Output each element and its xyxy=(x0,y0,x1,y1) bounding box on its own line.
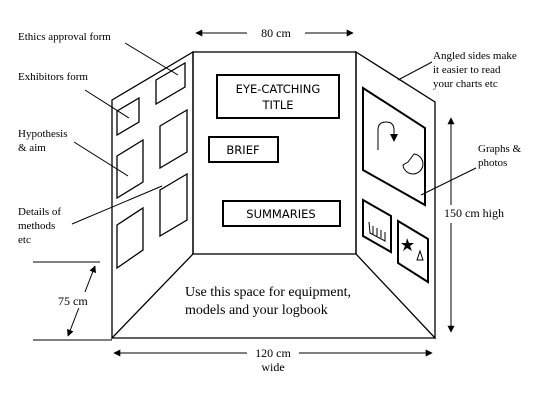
arrow-head-icon xyxy=(390,134,398,142)
photo-sheet-1 xyxy=(362,198,392,254)
graphs-sheet xyxy=(362,86,426,207)
brief-box: BRIEF xyxy=(208,136,279,163)
methods-label-line-1: Details of xyxy=(18,206,61,218)
lower-right-sheet xyxy=(159,172,188,238)
ethics-label: Ethics approval form xyxy=(18,31,111,43)
bottom-width-label-line-2: wide xyxy=(261,360,284,374)
depth-label: 75 cm xyxy=(58,294,88,308)
graphs-pointer xyxy=(420,167,477,196)
brief-label: BRIEF xyxy=(226,143,259,157)
exhibitors-label: Exhibitors form xyxy=(18,71,88,83)
drawing-icon xyxy=(368,221,386,242)
title-box: EYE-CATCHING TITLE xyxy=(216,74,340,119)
left-wing-panel xyxy=(111,50,194,340)
methods-pointer xyxy=(71,185,163,225)
hypothesis-label-line-2: & aim xyxy=(18,142,46,154)
title-line-2: TITLE xyxy=(261,98,293,112)
height-label: 150 cm high xyxy=(444,206,504,220)
top-width-label: 80 cm xyxy=(261,26,291,40)
hypothesis-pointer xyxy=(73,141,129,177)
floor-text-line-1: Use this space for equipment, xyxy=(185,285,351,300)
left-wing-forms xyxy=(116,61,188,270)
triangle-icon xyxy=(416,249,424,261)
photo-sheet-2 xyxy=(397,219,429,284)
bottom-width-label-line-1: 120 cm xyxy=(255,346,291,360)
angled-label-line-1: Angled sides make xyxy=(433,50,517,62)
summaries-label: SUMMARIES xyxy=(246,207,315,221)
angled-pointer xyxy=(397,61,433,81)
graphs-label-line-2: photos xyxy=(478,157,507,169)
ethics-form-sheet xyxy=(155,61,186,106)
methods-sheet xyxy=(116,206,144,270)
ethics-pointer xyxy=(124,42,179,76)
floor-text-line-2: models and your logbook xyxy=(185,303,328,318)
angled-label-line-2: it easier to read xyxy=(433,64,501,76)
title-line-1: EYE-CATCHING xyxy=(236,82,321,96)
pie-icon xyxy=(402,153,424,175)
curved-arrow-icon xyxy=(377,121,395,150)
photo-sheets xyxy=(362,198,429,284)
exhibitors-form-sheet xyxy=(116,96,140,137)
hypothesis-sheet xyxy=(116,138,144,200)
summaries-box: SUMMARIES xyxy=(222,200,341,227)
hypothesis-label-line-1: Hypothesis xyxy=(18,128,68,140)
exhibitors-pointer xyxy=(84,89,130,119)
methods-label-line-3: etc xyxy=(18,234,31,246)
graphs-label-line-1: Graphs & xyxy=(478,143,522,155)
board-outline xyxy=(111,50,436,340)
methods-label-line-2: methods xyxy=(18,220,55,232)
upper-right-sheet xyxy=(159,108,188,170)
star-icon xyxy=(401,238,414,251)
angled-label-line-3: your charts etc xyxy=(433,78,498,90)
